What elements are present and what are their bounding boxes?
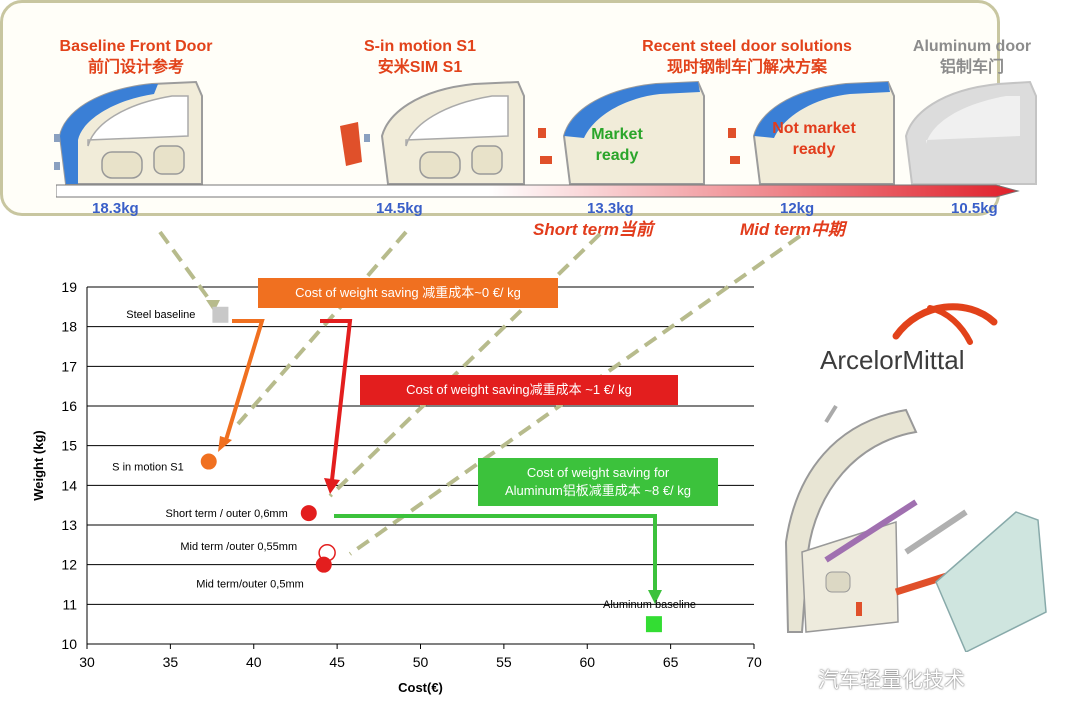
door-illustrations — [54, 80, 1037, 185]
baseline-door-image — [54, 80, 203, 185]
category-title-en: Recent steel door solutions — [642, 38, 852, 55]
arrow-head — [218, 436, 232, 452]
x-tick-label: 55 — [496, 654, 512, 670]
weight-label-baseline: 18.3kg — [92, 200, 139, 217]
data-point-label: S in motion S1 — [112, 462, 184, 474]
y-tick-label: 11 — [62, 596, 77, 612]
callout-cost-zero: Cost of weight saving 减重成本~0 €/ kg — [258, 278, 558, 308]
callout-cost-aluminum: Cost of weight saving for Aluminum铝板减重成本… — [478, 458, 718, 506]
weight-label-sim: 14.5kg — [376, 200, 423, 217]
category-title-en: S-in motion S1 — [364, 38, 476, 55]
guide-dashed-line — [328, 232, 602, 498]
data-point-circle — [200, 453, 217, 470]
callout-cost-one: Cost of weight saving减重成本 ~1 €/ kg — [360, 375, 678, 405]
x-tick-label: 35 — [163, 654, 179, 670]
x-tick-label: 30 — [79, 654, 95, 670]
category-title-sim: S-in motion S1 安米SIM S1 — [330, 36, 510, 78]
data-point-label: Short term / outer 0,6mm — [166, 508, 288, 520]
x-tick-label: 45 — [329, 654, 345, 670]
mid-term-door-image — [728, 80, 895, 185]
y-tick-label: 17 — [61, 358, 77, 374]
callout-line: Cost of weight saving for — [526, 465, 670, 480]
category-title-en: Baseline Front Door — [59, 38, 213, 55]
category-title-cn: 前门设计参考 — [87, 59, 184, 76]
data-point-square — [645, 616, 662, 633]
y-tick-label: 10 — [61, 636, 77, 652]
mid-term-label: Mid term中期 — [740, 220, 845, 239]
data-point-label: Mid term/outer 0,5mm — [196, 579, 304, 591]
weight-label-aluminum: 10.5kg — [951, 200, 998, 217]
y-tick-label: 13 — [61, 517, 77, 533]
y-tick-label: 18 — [61, 319, 77, 335]
y-tick-label: 14 — [61, 477, 77, 493]
y-axis-label: Weight (kg) — [31, 430, 46, 501]
aluminum-door-image — [904, 80, 1037, 185]
y-tick-label: 15 — [61, 438, 77, 454]
arrow-head — [648, 590, 662, 604]
arrow-to-aluminum — [334, 514, 657, 596]
x-tick-label: 40 — [246, 654, 262, 670]
data-point-circle — [315, 556, 332, 573]
weight-label-mid-term: 12kg — [780, 200, 815, 217]
arcelormittal-logo-icon — [892, 303, 998, 345]
category-title-en: Aluminum door — [912, 38, 1032, 55]
data-point-label: Steel baseline — [126, 309, 195, 321]
data-point-square — [212, 306, 229, 323]
watermark-text: 汽车轻量化技术 — [818, 668, 965, 692]
market-ready-note: Market ready — [591, 126, 643, 164]
x-tick-label: 70 — [746, 654, 762, 670]
arrow-head — [324, 478, 340, 494]
data-point-circle — [300, 505, 317, 522]
exploded-door-illustration — [784, 404, 1047, 652]
category-title-cn: 现时钢制车门解决方案 — [666, 59, 827, 76]
guide-arrowhead — [206, 300, 220, 312]
y-tick-label: 16 — [61, 398, 77, 414]
category-title-recent-steel: Recent steel door solutions 现时钢制车门解决方案 — [620, 36, 874, 78]
category-title-cn: 安米SIM S1 — [377, 59, 463, 76]
y-tick-label: 12 — [61, 557, 77, 573]
data-point-label: Aluminum baseline — [603, 599, 696, 611]
short-term-label: Short term当前 — [533, 220, 653, 239]
sim-door-image — [340, 80, 525, 185]
brand-name: ArcelorMittal — [820, 345, 965, 375]
guide-dashed-line — [158, 230, 216, 308]
arrow-baseline-to-short-term — [320, 319, 353, 481]
data-point-label: Mid term /outer 0,55mm — [180, 541, 297, 553]
x-tick-label: 60 — [579, 654, 595, 670]
callout-line: Aluminum铝板减重成本 ~8 €/ kg — [504, 483, 692, 498]
category-title-cn: 铝制车门 — [939, 59, 1004, 76]
category-title-baseline: Baseline Front Door 前门设计参考 — [44, 36, 228, 78]
x-tick-label: 65 — [663, 654, 679, 670]
not-market-ready-note: Not market ready — [772, 120, 856, 158]
x-axis-label: Cost(€) — [398, 680, 443, 695]
short-term-door-image — [538, 80, 705, 185]
x-tick-label: 50 — [413, 654, 429, 670]
weight-label-short-term: 13.3kg — [587, 200, 634, 217]
y-tick-label: 19 — [61, 279, 77, 295]
arrow-baseline-to-sim — [224, 319, 265, 441]
weight-gradient-bar — [56, 184, 1020, 198]
category-title-aluminum: Aluminum door 铝制车门 — [900, 36, 1044, 78]
